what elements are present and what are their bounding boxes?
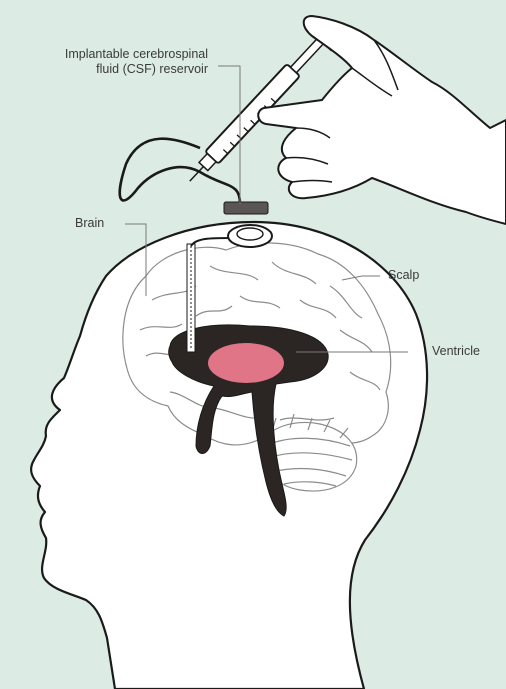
ventricle-highlight: [208, 343, 284, 383]
scalp-label: Scalp: [388, 268, 419, 283]
brain-label: Brain: [75, 216, 104, 231]
ventricle-label: Ventricle: [432, 344, 480, 359]
clamp: [224, 202, 268, 214]
reservoir-label-line1: Implantable cerebrospinal: [18, 47, 208, 62]
reservoir-label: Implantable cerebrospinal fluid (CSF) re…: [18, 47, 208, 77]
reservoir-label-line2: fluid (CSF) reservoir: [18, 62, 208, 77]
csf-reservoir: [228, 225, 272, 247]
